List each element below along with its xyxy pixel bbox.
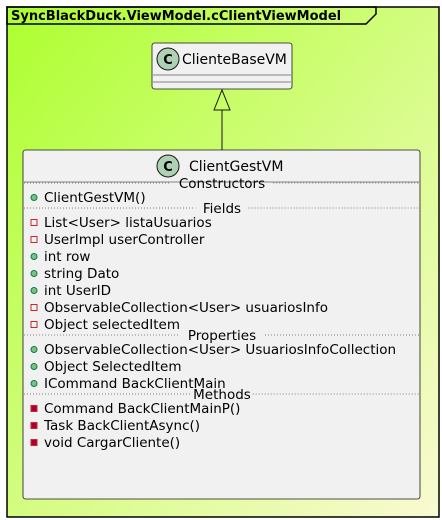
member-label: ObservableCollection<User> usuariosInfo xyxy=(44,300,328,316)
package-name: SyncBlackDuck.ViewModel.cClientViewModel xyxy=(11,9,341,24)
member-label: List<User> listaUsuarios xyxy=(44,215,212,231)
member-label: int row xyxy=(44,249,90,265)
member-label: ObservableCollection<User> UsuariosInfoC… xyxy=(44,342,396,358)
member-label: Object SelectedItem xyxy=(44,359,182,375)
member-label: ICommand BackClientMain xyxy=(44,376,226,392)
inheritance-arrowhead xyxy=(213,88,231,111)
public-visibility-icon xyxy=(30,287,38,294)
member-label: Command BackClientMainP() xyxy=(44,401,240,417)
class-stereotype-letter: C xyxy=(163,160,173,175)
section-title: Properties xyxy=(188,328,256,344)
member-label: UserImpl userController xyxy=(44,232,205,248)
private-method-icon xyxy=(30,405,38,412)
member-label: void CargarCliente() xyxy=(44,435,180,451)
public-visibility-icon xyxy=(30,380,38,387)
member-label: Task BackClientAsync() xyxy=(43,418,200,434)
class-stereotype-icon xyxy=(156,47,180,71)
member-label: string Dato xyxy=(44,266,119,282)
class-stereotype-letter: C xyxy=(163,53,173,68)
public-visibility-icon xyxy=(30,270,38,277)
member-label: ClientGestVM() xyxy=(44,190,146,206)
section-title: Methods xyxy=(193,387,251,403)
private-visibility-icon xyxy=(30,304,38,311)
public-visibility-icon xyxy=(30,194,38,201)
class-name: ClientGestVM xyxy=(189,159,283,175)
private-visibility-icon xyxy=(30,219,38,226)
private-visibility-icon xyxy=(30,321,38,328)
package-tab xyxy=(6,6,377,25)
member-label: Object selectedItem xyxy=(44,317,180,333)
inheritance-arrow xyxy=(213,88,231,150)
class-stereotype-icon xyxy=(156,154,180,178)
class-box xyxy=(22,149,421,500)
class-clientgestvm[interactable]: C ClientGestVM ConstructorsClientGestVM(… xyxy=(22,149,421,500)
section-title: Fields xyxy=(203,201,241,217)
public-visibility-icon xyxy=(30,253,38,260)
member-label: int UserID xyxy=(44,283,111,299)
private-method-icon xyxy=(30,422,38,429)
public-visibility-icon xyxy=(30,346,38,353)
private-visibility-icon xyxy=(30,236,38,243)
public-visibility-icon xyxy=(30,363,38,370)
class-clientebasevm[interactable]: C ClienteBaseVM xyxy=(151,42,293,90)
section-title: Constructors xyxy=(179,176,265,192)
class-name: ClienteBaseVM xyxy=(182,52,287,68)
private-method-icon xyxy=(30,439,38,446)
